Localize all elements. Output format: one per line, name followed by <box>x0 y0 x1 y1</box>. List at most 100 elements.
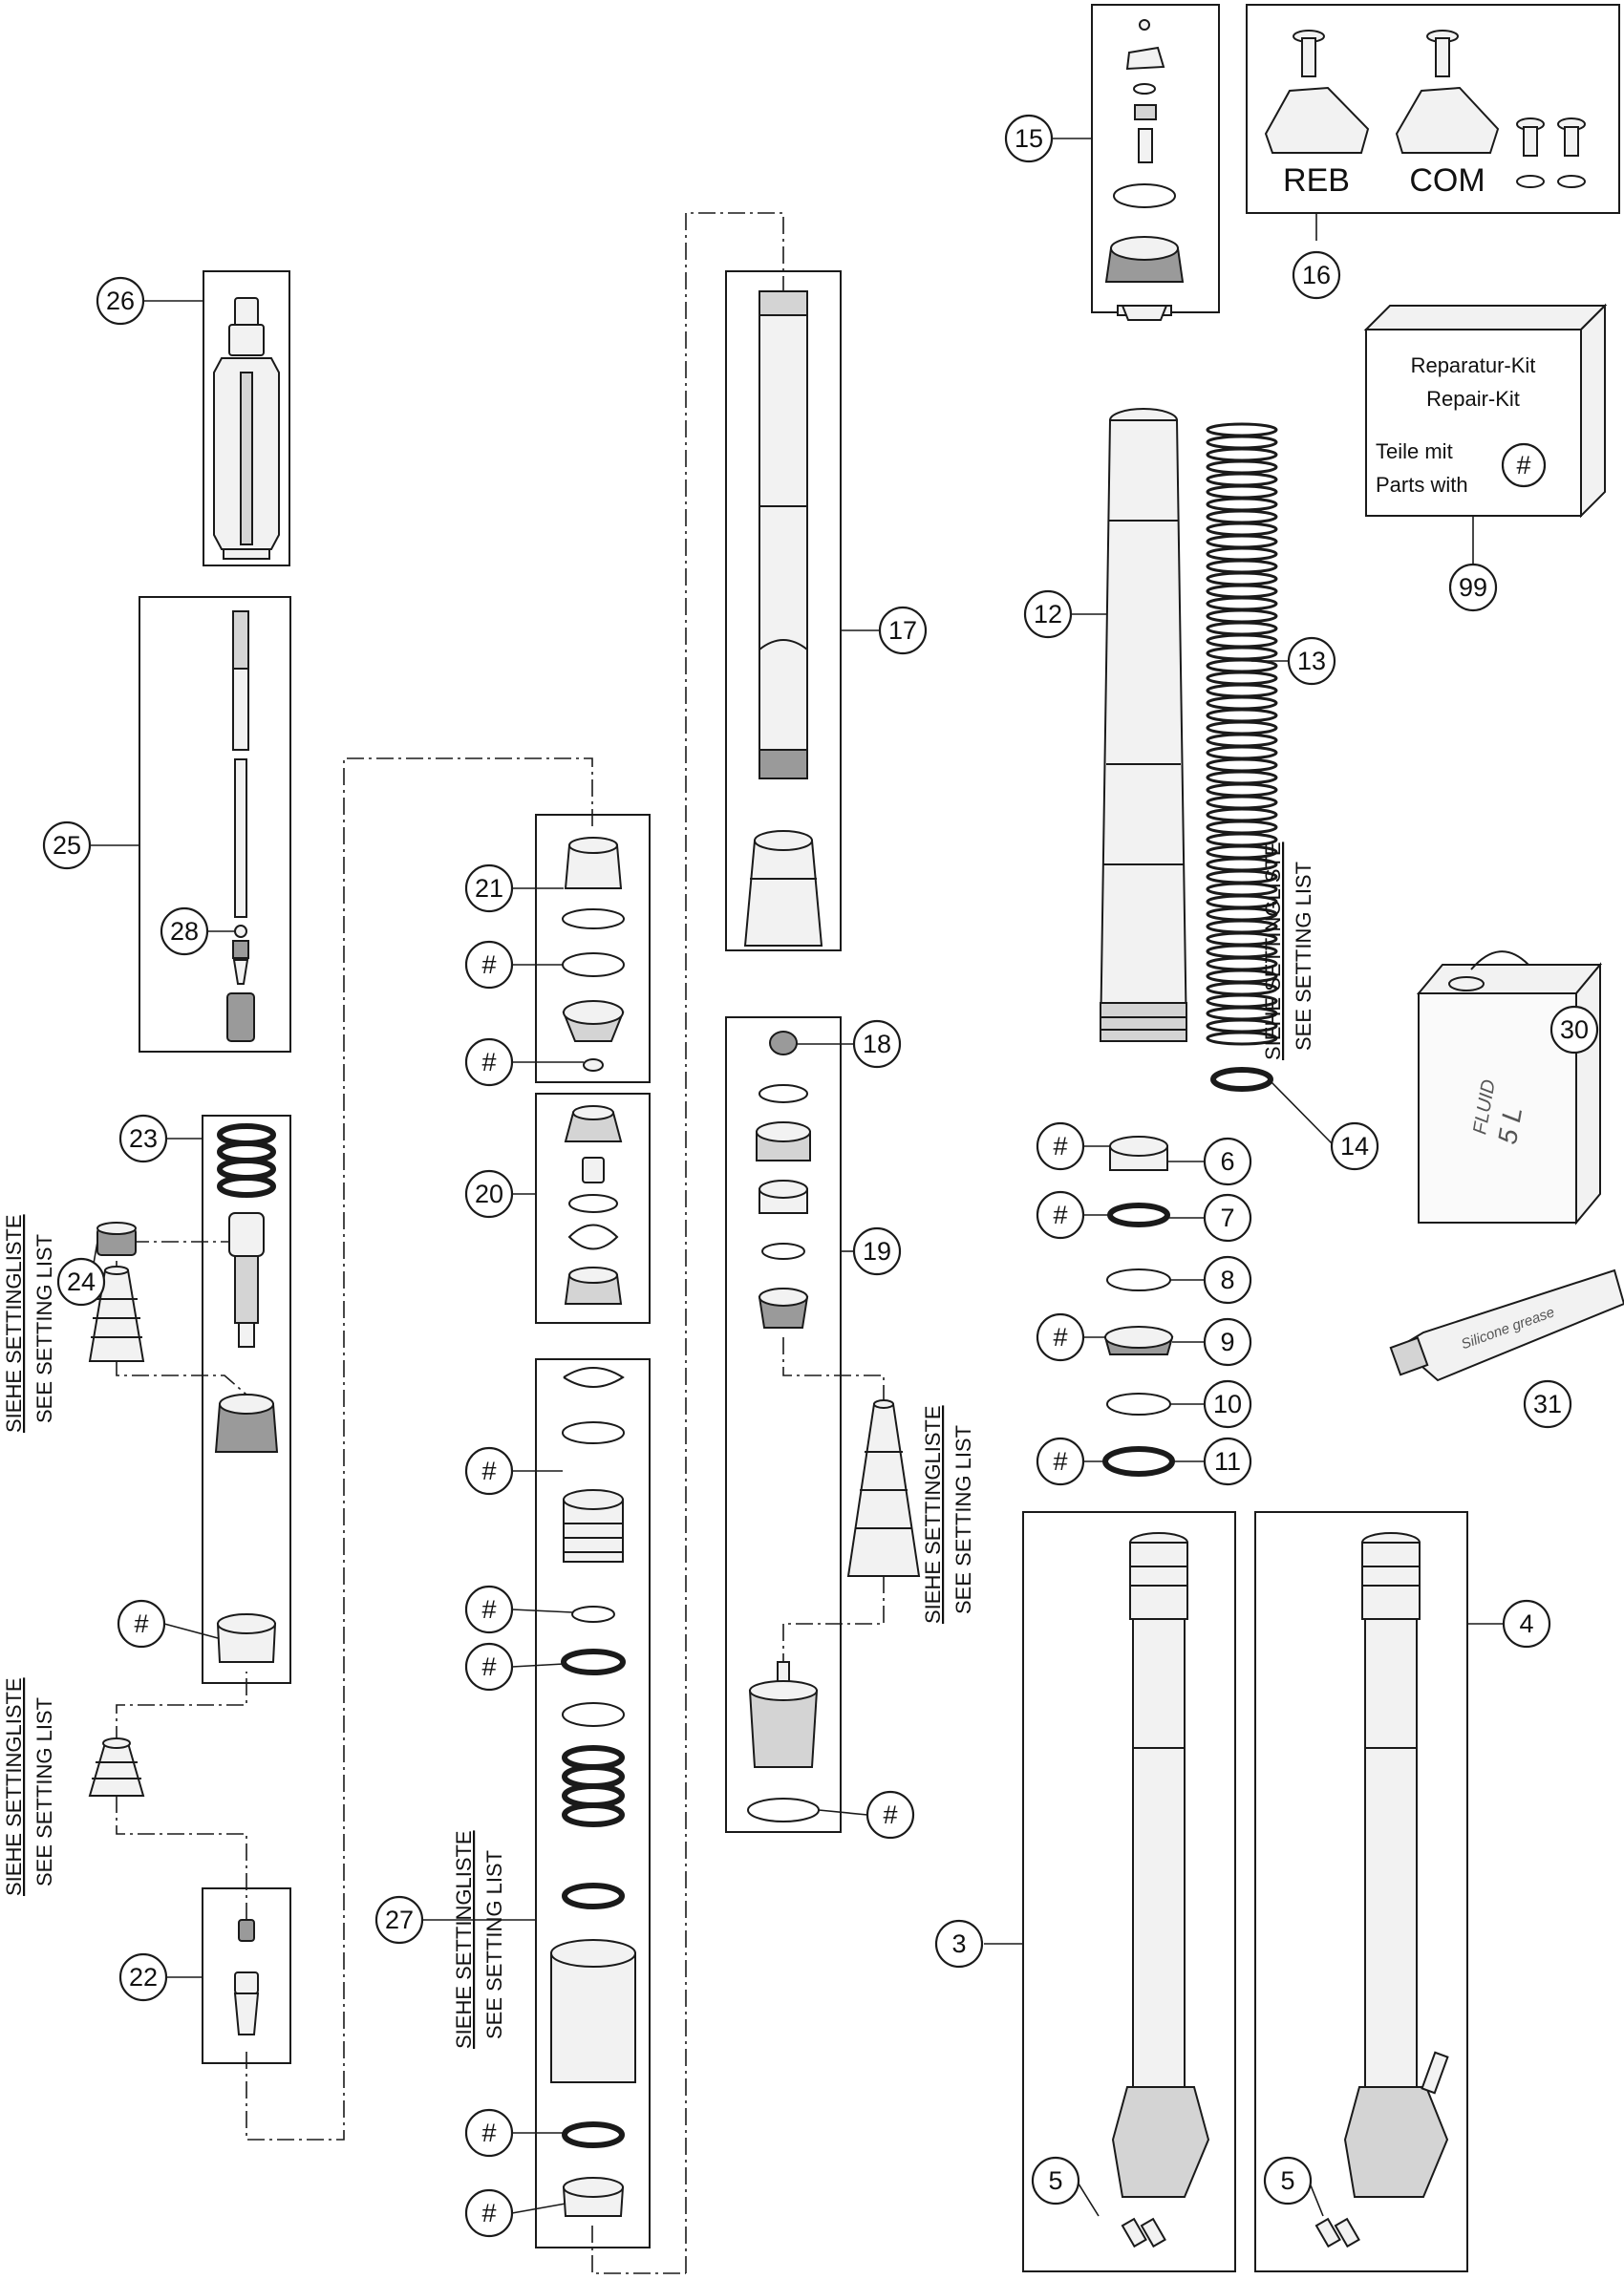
callout-circle <box>1292 250 1341 300</box>
box-16 <box>1246 4 1620 214</box>
part-14-ring <box>1210 1067 1273 1092</box>
box-26 <box>203 270 290 566</box>
callout-label: 3 <box>951 1929 966 1958</box>
callout-circle <box>852 1226 902 1276</box>
part-21-piston <box>562 837 625 1072</box>
callout-c-hash-6: # <box>1036 1121 1085 1171</box>
spring-coil <box>1206 559 1278 574</box>
callout-c25: 25 <box>42 820 92 870</box>
callout-circle <box>1036 1190 1085 1240</box>
callout-c30: 30 <box>1549 1005 1599 1055</box>
callout-circle <box>374 1895 424 1945</box>
callout-c6: 6 <box>1203 1137 1252 1186</box>
repair-kit-line3: Teile mit <box>1376 439 1453 463</box>
callout-c5b: 5 <box>1263 2156 1313 2205</box>
callout-c99: 99 <box>1448 563 1498 612</box>
callout-c-hash-g: # <box>464 2108 514 2158</box>
callout-label: # <box>134 1609 148 1638</box>
callout-circle <box>1203 1437 1252 1486</box>
part-15-adjuster <box>1104 19 1185 321</box>
callout-circle <box>1263 2156 1313 2205</box>
callout-circle <box>464 2108 514 2158</box>
callout-c22: 22 <box>118 1952 168 2002</box>
callout-label: 24 <box>67 1268 96 1296</box>
spring-coil <box>1206 596 1278 611</box>
callout-label: 5 <box>1280 2166 1294 2195</box>
spring-coil <box>1206 820 1278 835</box>
connector-22-21 <box>246 757 593 2141</box>
callout-c-hash-i: # <box>865 1790 915 1840</box>
callout-label: # <box>481 1595 496 1624</box>
callout-label: 11 <box>1214 1447 1241 1476</box>
callout-circle <box>1523 1379 1572 1429</box>
callout-circle <box>1036 1121 1085 1171</box>
spring-coil <box>1206 584 1278 599</box>
callout-circle <box>464 1446 514 1496</box>
setting-en-19: SEE SETTING LIST <box>951 1425 975 1614</box>
callout-c19: 19 <box>852 1226 902 1276</box>
callout-label: 14 <box>1340 1132 1369 1161</box>
spring-coil <box>1206 671 1278 686</box>
spring-coil <box>1206 733 1278 748</box>
connector-cone-19 <box>782 1576 885 1662</box>
callout-label: 6 <box>1220 1147 1234 1176</box>
callout-c18: 18 <box>852 1019 902 1069</box>
callout-circle <box>1203 1317 1252 1367</box>
callout-c14: 14 <box>1330 1121 1379 1171</box>
callout-label: 22 <box>129 1963 158 1992</box>
callout-circle <box>1036 1312 1085 1362</box>
callout-c8: 8 <box>1203 1255 1252 1305</box>
reb-label: REB <box>1283 162 1350 199</box>
spring-coil <box>1206 807 1278 822</box>
leader-lines <box>88 138 1505 2217</box>
spring-coil <box>1206 422 1278 437</box>
callout-circle <box>464 1642 514 1692</box>
spring-coil <box>1206 695 1278 711</box>
callout-c20: 20 <box>464 1169 514 1219</box>
callout-c-hash-e: # <box>464 1585 514 1634</box>
callout-label: 27 <box>385 1906 414 1934</box>
setting-de-lower: SIEHE SETTINGLISTE <box>2 1677 26 1896</box>
box-20 <box>535 1093 651 1324</box>
repair-kit-line4: Parts with <box>1376 473 1468 497</box>
callout-circle <box>56 1257 106 1307</box>
part-27-stack <box>550 1367 636 2217</box>
callout-label: 99 <box>1459 573 1487 602</box>
callout-circle <box>42 820 92 870</box>
callout-circle <box>1203 1255 1252 1305</box>
callout-circle <box>464 2188 514 2238</box>
part-12-outer-tube <box>1099 408 1188 1042</box>
callout-c26: 26 <box>96 276 145 326</box>
setting-text-19: SIEHE SETTINGLISTE SEE SETTING LIST <box>921 1405 975 1624</box>
connector-19-cone <box>782 1337 885 1404</box>
callout-label: # <box>1053 1323 1067 1352</box>
spring-coil <box>1206 1031 1278 1046</box>
callout-circle <box>878 606 928 655</box>
callout-label: # <box>481 1048 496 1076</box>
callout-circle <box>118 1114 168 1163</box>
callout-c12: 12 <box>1023 589 1073 639</box>
callout-label: 7 <box>1220 1204 1234 1232</box>
callout-c-hash-f: # <box>464 1642 514 1692</box>
callout-label: # <box>481 2119 496 2147</box>
setting-de-19: SIEHE SETTINGLISTE <box>921 1405 945 1624</box>
callout-c3: 3 <box>934 1919 984 1969</box>
callout-circle <box>464 940 514 990</box>
callout-label: 9 <box>1220 1328 1234 1356</box>
callout-c23: 23 <box>118 1114 168 1163</box>
grease-tube <box>1389 1268 1624 1382</box>
spring-coil <box>1206 608 1278 624</box>
callout-c7: 7 <box>1203 1193 1252 1243</box>
spring-coil <box>1206 435 1278 450</box>
callout-label: # <box>1053 1132 1067 1161</box>
part-20-valve <box>564 1105 623 1305</box>
callout-label: 23 <box>129 1124 158 1153</box>
callout-circle <box>1448 563 1498 612</box>
callout-label: 21 <box>475 874 503 903</box>
connector-17-top <box>685 212 784 2273</box>
callout-label: 4 <box>1519 1609 1533 1638</box>
callout-circle <box>464 1169 514 1219</box>
part-cone-19 <box>846 1399 921 1577</box>
spring-coil <box>1206 571 1278 586</box>
